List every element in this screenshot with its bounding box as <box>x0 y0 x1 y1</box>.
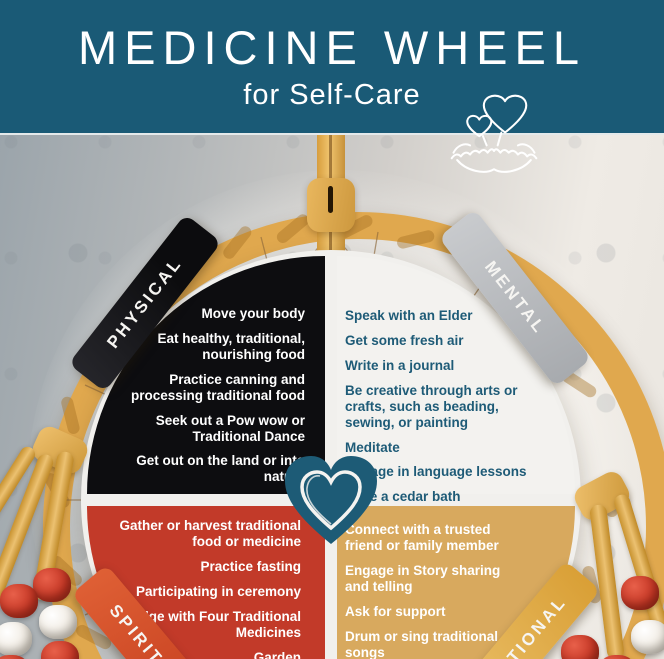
self-care-item: Participating in ceremony <box>135 583 301 599</box>
self-care-item: Garden <box>253 649 301 659</box>
heart-icon <box>281 454 381 546</box>
quadrant-physical: Move your body Eat healthy, traditional,… <box>87 256 325 494</box>
quadrant-mental: Speak with an Elder Get some fresh air W… <box>337 256 575 504</box>
self-care-item: Connect with a trusted friend or family … <box>345 522 499 553</box>
self-care-item: Be creative through arts or crafts, such… <box>345 382 518 430</box>
bead-red <box>0 655 30 659</box>
page-subtitle: for Self-Care <box>243 78 421 111</box>
bead-red <box>0 584 38 618</box>
self-care-item: Meditate <box>345 439 400 455</box>
self-care-item: Seek out a Pow wow or Traditional Dance <box>155 412 305 444</box>
self-care-item: Smudge with Four Traditional Medicines <box>111 608 301 640</box>
bead-white <box>0 622 32 656</box>
self-care-item: Engage in language lessons <box>345 464 527 480</box>
hands-holding-hearts-icon <box>450 94 538 173</box>
bead-red <box>561 635 599 659</box>
bead-white <box>631 620 664 654</box>
self-care-item: Engage in Story sharing and telling <box>345 562 501 594</box>
physical-items-list: Move your body Eat healthy, traditional,… <box>105 306 305 485</box>
quadrant-spiritual: Gather or harvest traditional food or me… <box>87 506 325 659</box>
bead-red <box>33 568 71 602</box>
page-title: MEDICINE WHEEL <box>78 21 586 75</box>
self-care-item: Write in a journal <box>345 357 455 373</box>
self-care-item: Get some fresh air <box>345 332 464 348</box>
self-care-item: Move your body <box>201 306 305 321</box>
header: MEDICINE WHEEL for Self-Care <box>0 0 664 173</box>
bead-white <box>39 605 77 639</box>
emotional-items-list: Connect with a trusted friend or family … <box>345 522 517 659</box>
self-care-item: Speak with an Elder <box>345 308 473 323</box>
self-care-item: Practice fasting <box>200 558 301 574</box>
bead-red <box>621 576 659 610</box>
self-care-item: Practice canning and processing traditio… <box>130 371 305 403</box>
self-care-item: Eat healthy, traditional, nourishing foo… <box>157 330 305 362</box>
self-care-item: Ask for support <box>345 603 446 619</box>
strap-slit <box>328 186 333 213</box>
self-care-item: Gather or harvest traditional food or me… <box>119 518 301 549</box>
self-care-item: Get out on the land or into nature <box>136 453 305 485</box>
spiritual-items-list: Gather or harvest traditional food or me… <box>106 518 301 659</box>
self-care-item: Drum or sing traditional songs <box>345 628 499 659</box>
bead-red <box>41 641 79 659</box>
mental-items-list: Speak with an Elder Get some fresh air W… <box>345 308 550 505</box>
bead-red <box>598 655 636 659</box>
quadrant-emotional: Connect with a trusted friend or family … <box>337 506 575 659</box>
